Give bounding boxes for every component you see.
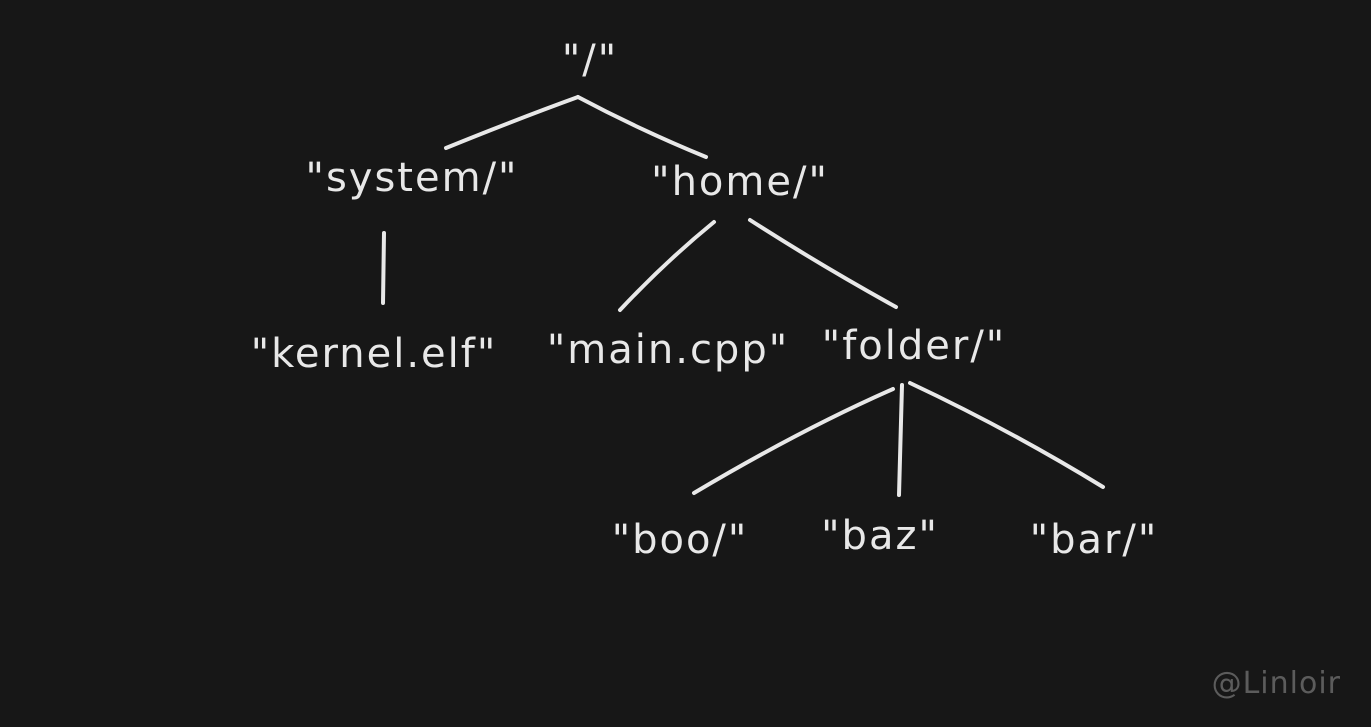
node-main-cpp: "main.cpp" (546, 327, 790, 373)
node-home: "home/" (651, 159, 829, 205)
edge-home-main (618, 220, 716, 312)
edge-folder-bar (908, 381, 1105, 489)
node-bar: "bar/" (1029, 517, 1159, 563)
watermark: @Linloir (1211, 666, 1341, 701)
edge-root-home (576, 95, 708, 159)
edge-folder-boo (692, 387, 895, 495)
edge-system-kernel (381, 231, 386, 305)
node-boo: "boo/" (611, 517, 749, 563)
node-root: "/" (561, 37, 619, 83)
node-kernel-elf: "kernel.elf" (250, 331, 498, 377)
node-folder: "folder/" (821, 323, 1007, 369)
node-baz: "baz" (821, 513, 939, 559)
edge-home-folder (748, 218, 898, 309)
edge-folder-baz (897, 383, 904, 497)
node-system: "system/" (305, 155, 519, 201)
edge-root-system (444, 95, 580, 150)
